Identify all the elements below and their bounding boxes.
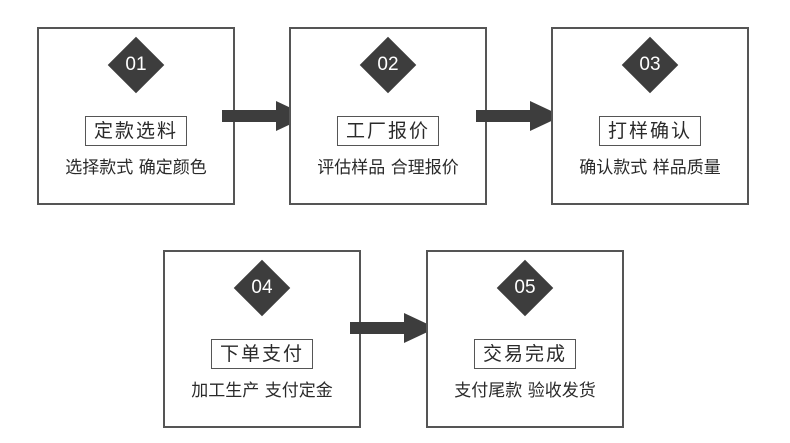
step-box-02: 02 工厂报价 评估样品 合理报价 (289, 27, 487, 205)
step-title: 打样确认 (598, 116, 702, 146)
step-number-badge: 04 (233, 259, 291, 317)
step-number-badge: 05 (496, 259, 554, 317)
step-number: 02 (377, 54, 399, 75)
step-box-03: 03 打样确认 确认款式 样品质量 (551, 27, 749, 205)
step-description: 加工生产 支付定金 (191, 381, 333, 401)
step-description: 确认款式 样品质量 (579, 158, 721, 178)
step-number-badge: 02 (359, 36, 417, 94)
step-box-05: 05 交易完成 支付尾款 验收发货 (426, 250, 624, 428)
step-number: 01 (125, 54, 147, 75)
step-description: 选择款式 确定颜色 (65, 158, 207, 178)
step-number-badge: 01 (107, 36, 165, 94)
step-title: 交易完成 (473, 339, 577, 369)
step-title: 定款选料 (84, 116, 188, 146)
step-number: 04 (251, 277, 273, 298)
step-title: 下单支付 (210, 339, 314, 369)
step-number: 03 (639, 54, 661, 75)
step-number: 05 (514, 277, 536, 298)
arrow-right-icon (476, 101, 562, 131)
arrow-right-icon (350, 313, 436, 343)
step-title: 工厂报价 (336, 116, 440, 146)
step-number-badge: 03 (621, 36, 679, 94)
step-description: 支付尾款 验收发货 (454, 381, 596, 401)
step-description: 评估样品 合理报价 (317, 158, 459, 178)
step-box-04: 04 下单支付 加工生产 支付定金 (163, 250, 361, 428)
step-box-01: 01 定款选料 选择款式 确定颜色 (37, 27, 235, 205)
